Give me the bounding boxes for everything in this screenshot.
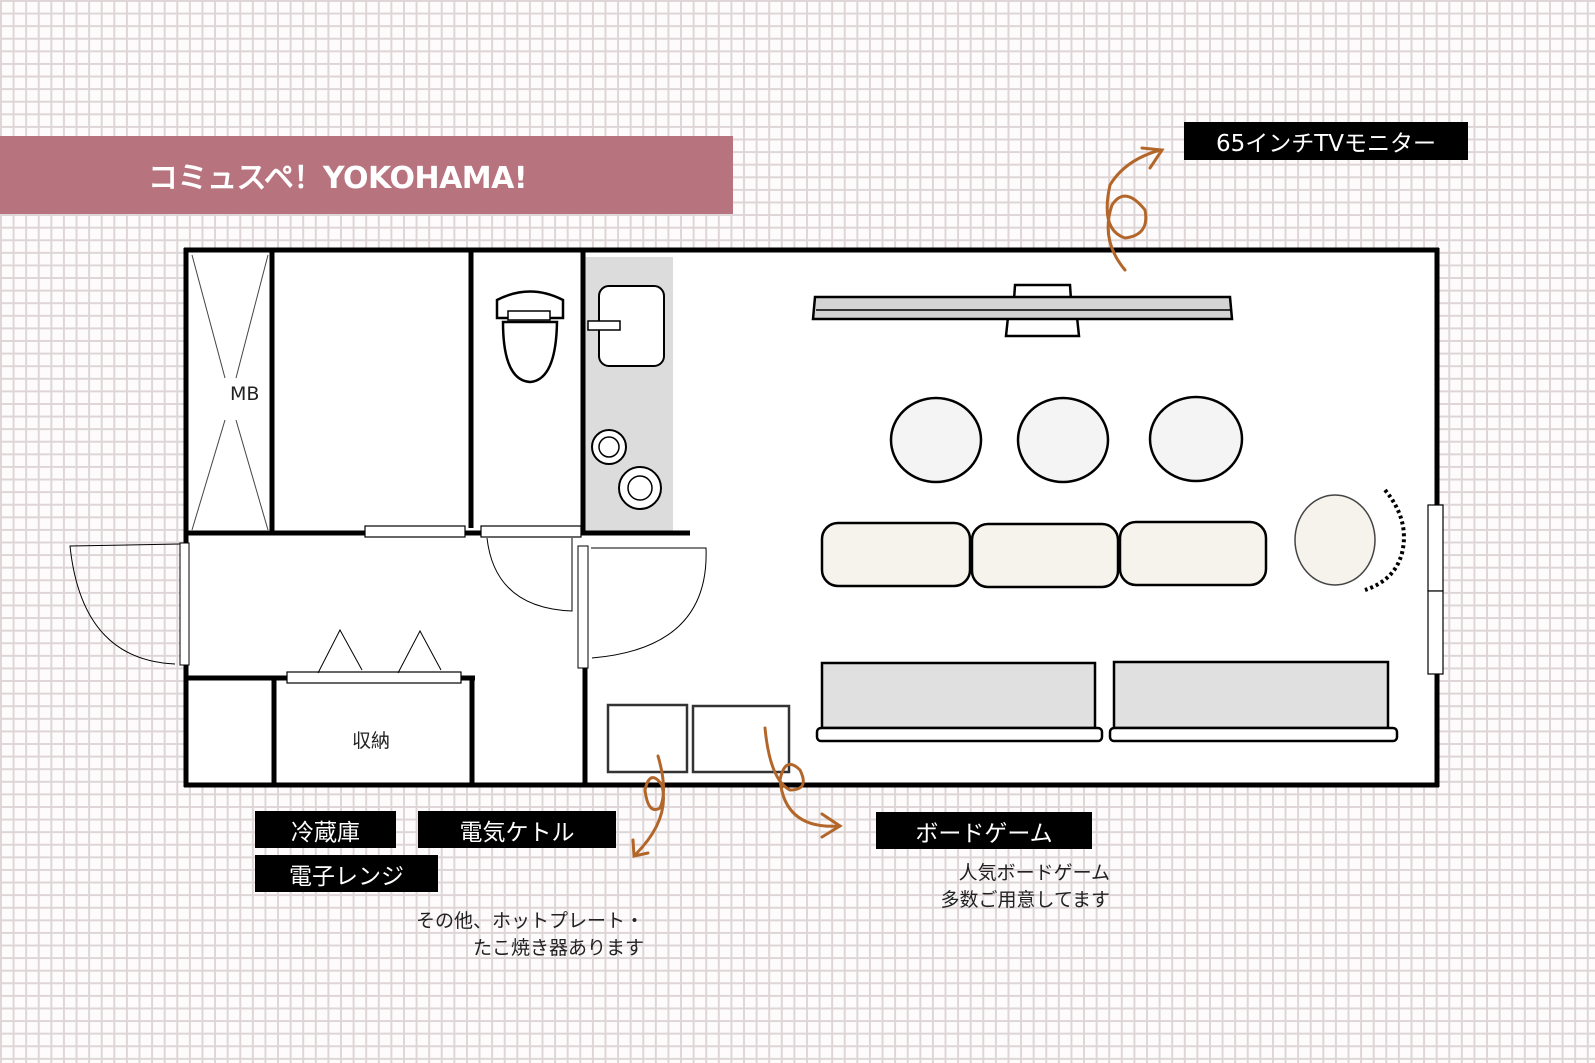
boardgame-arrow [763,726,842,828]
window [1427,504,1444,675]
board-game-label: ボードゲーム [876,812,1092,849]
microwave-label: 電子レンジ [255,855,438,892]
armchair [1294,488,1406,592]
title-banner: コミュスペ！YOKOHAMA! [0,136,733,214]
microwave-text: 電子レンジ [289,863,404,890]
board-game-description: 人気ボードゲーム 多数ご用意してます [940,862,1110,911]
refrigerator-text: 冷蔵庫 [291,819,360,846]
sofa [820,520,1268,589]
tv-monitor-drawing [811,283,1234,338]
kettle-arrow [633,754,665,857]
kitchen-counter [585,257,673,532]
kitchen-extras-note: その他、ホットプレート・ たこ焼き器あります [415,910,644,959]
meter-box-label: MB [230,383,259,405]
stools [889,395,1244,484]
arrows [631,146,1165,858]
board-game-text: ボードゲーム [915,820,1053,847]
tv-monitor-label: 65インチTVモニター [1184,122,1468,160]
storage-label: 収納 [352,730,390,752]
appliance-boxes [606,703,791,774]
refrigerator-label: 冷蔵庫 [255,811,396,848]
tv-arrow [1105,148,1162,272]
toilet [495,290,565,384]
sliding-doors [286,525,582,684]
outer-walls [183,247,1440,788]
meter-box [191,254,269,531]
electric-kettle-label: 電気ケトル [418,811,616,848]
swing-doors [69,537,707,674]
page-title: コミュスペ！YOKOHAMA! [148,161,528,196]
electric-kettle-text: 電気ケトル [459,819,575,846]
desks [815,660,1399,743]
tv-monitor-text: 65インチTVモニター [1215,131,1437,157]
